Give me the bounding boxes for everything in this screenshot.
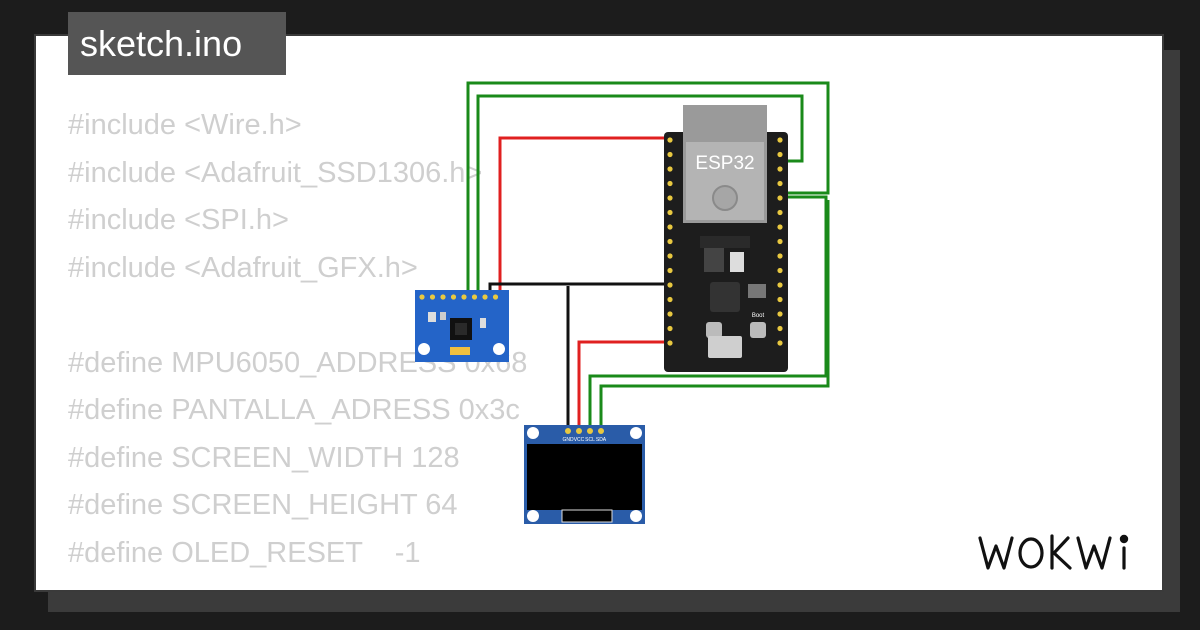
mpu6050-pin[interactable] (429, 294, 436, 300)
esp32-pin[interactable] (667, 180, 673, 187)
esp32-pin[interactable] (777, 151, 783, 158)
esp32-pin[interactable] (667, 253, 673, 259)
esp32-pin[interactable] (777, 253, 783, 259)
boot-label: Boot (752, 313, 765, 319)
en-button[interactable] (706, 322, 722, 338)
mpu6050-pin[interactable] (440, 294, 446, 300)
oled-pin-vcc: VCC (574, 437, 585, 443)
mpu6050-pin[interactable] (492, 294, 499, 300)
code-line: #define PANTALLA_ADRESS 0x3c (68, 394, 520, 426)
oled-pin-gnd: GND (562, 437, 574, 443)
esp32-pin[interactable] (777, 137, 783, 143)
oled-pin-sda: SDA (596, 437, 607, 443)
esp32-pin[interactable] (667, 151, 673, 158)
esp32-pin[interactable] (777, 195, 783, 201)
esp32-board[interactable]: ESP32 Boot (664, 105, 788, 372)
esp32-pin[interactable] (667, 282, 673, 288)
usb-port (708, 336, 742, 358)
esp32-pin[interactable] (667, 296, 673, 303)
code-line: #define MPU6050_ADDRESS 0x68 (68, 346, 528, 379)
esp32-pin[interactable] (777, 311, 783, 317)
esp32-pin[interactable] (777, 209, 783, 216)
code-line: #define SCREEN_HEIGHT 64 (68, 489, 458, 521)
esp32-pin[interactable] (667, 224, 673, 230)
code-line: #include <Wire.h> (68, 109, 302, 141)
esp32-pin[interactable] (777, 180, 783, 187)
esp32-pin[interactable] (777, 325, 783, 332)
file-tab-label: sketch.ino (80, 22, 243, 64)
code-line: #include <Adafruit_GFX.h> (68, 251, 418, 284)
esp32-pin[interactable] (667, 340, 673, 346)
wire-green-2[interactable] (476, 94, 804, 298)
oled-pins[interactable]: GND VCC SCL SDA (562, 428, 607, 443)
wire-green-1[interactable] (466, 81, 830, 298)
wire-green-3[interactable] (588, 195, 828, 430)
wire-red-2[interactable] (577, 340, 668, 430)
code-line: #define SCREEN_WIDTH 128 (68, 441, 460, 474)
wire-red-1[interactable] (498, 136, 668, 298)
esp32-pin[interactable] (667, 137, 673, 143)
wire-green-4[interactable] (599, 200, 830, 430)
oled-pin-scl: SCL (585, 437, 595, 443)
wire-black-1[interactable] (488, 282, 668, 298)
esp32-pin[interactable] (777, 238, 783, 245)
code-line: #define OLED_RESET -1 (68, 536, 421, 569)
esp32-pin[interactable] (667, 311, 673, 317)
mpu6050-module[interactable] (415, 290, 509, 362)
esp32-pin[interactable] (667, 209, 673, 216)
mpu6050-pin[interactable] (482, 294, 488, 300)
esp32-label: ESP32 (695, 153, 754, 174)
esp32-pin[interactable] (777, 267, 783, 274)
mpu6050-pin[interactable] (419, 294, 425, 300)
esp32-pin[interactable] (777, 224, 783, 230)
esp32-pin[interactable] (667, 195, 673, 201)
esp32-pins-left[interactable] (667, 137, 673, 346)
esp32-pin[interactable] (777, 166, 783, 172)
code-line: #include <Adafruit_SSD1306.h> (68, 156, 483, 189)
esp32-pin[interactable] (667, 267, 673, 274)
esp32-pin[interactable] (667, 238, 673, 245)
wokwi-logo (978, 534, 1129, 570)
oled-screen (527, 444, 642, 510)
esp32-pin[interactable] (777, 296, 783, 303)
esp32-pin[interactable] (777, 340, 783, 346)
code-preview: #include <Wire.h> #include <Adafruit_SSD1… (68, 102, 527, 577)
mpu6050-pins[interactable] (419, 294, 499, 300)
code-line: #include <SPI.h> (68, 204, 289, 236)
mpu6050-pin[interactable] (450, 294, 457, 300)
file-tab[interactable]: sketch.ino (68, 12, 286, 75)
espressif-logo-icon (712, 185, 738, 211)
oled-display[interactable]: GND VCC SCL SDA (524, 425, 645, 524)
esp32-pin[interactable] (777, 282, 783, 288)
wires (466, 81, 830, 430)
esp32-pins-right[interactable] (777, 137, 783, 346)
mpu6050-pin[interactable] (461, 294, 467, 300)
mpu6050-pin[interactable] (471, 294, 478, 300)
esp32-pin[interactable] (667, 166, 673, 172)
esp32-pin[interactable] (667, 325, 673, 332)
boot-button[interactable] (750, 322, 766, 338)
